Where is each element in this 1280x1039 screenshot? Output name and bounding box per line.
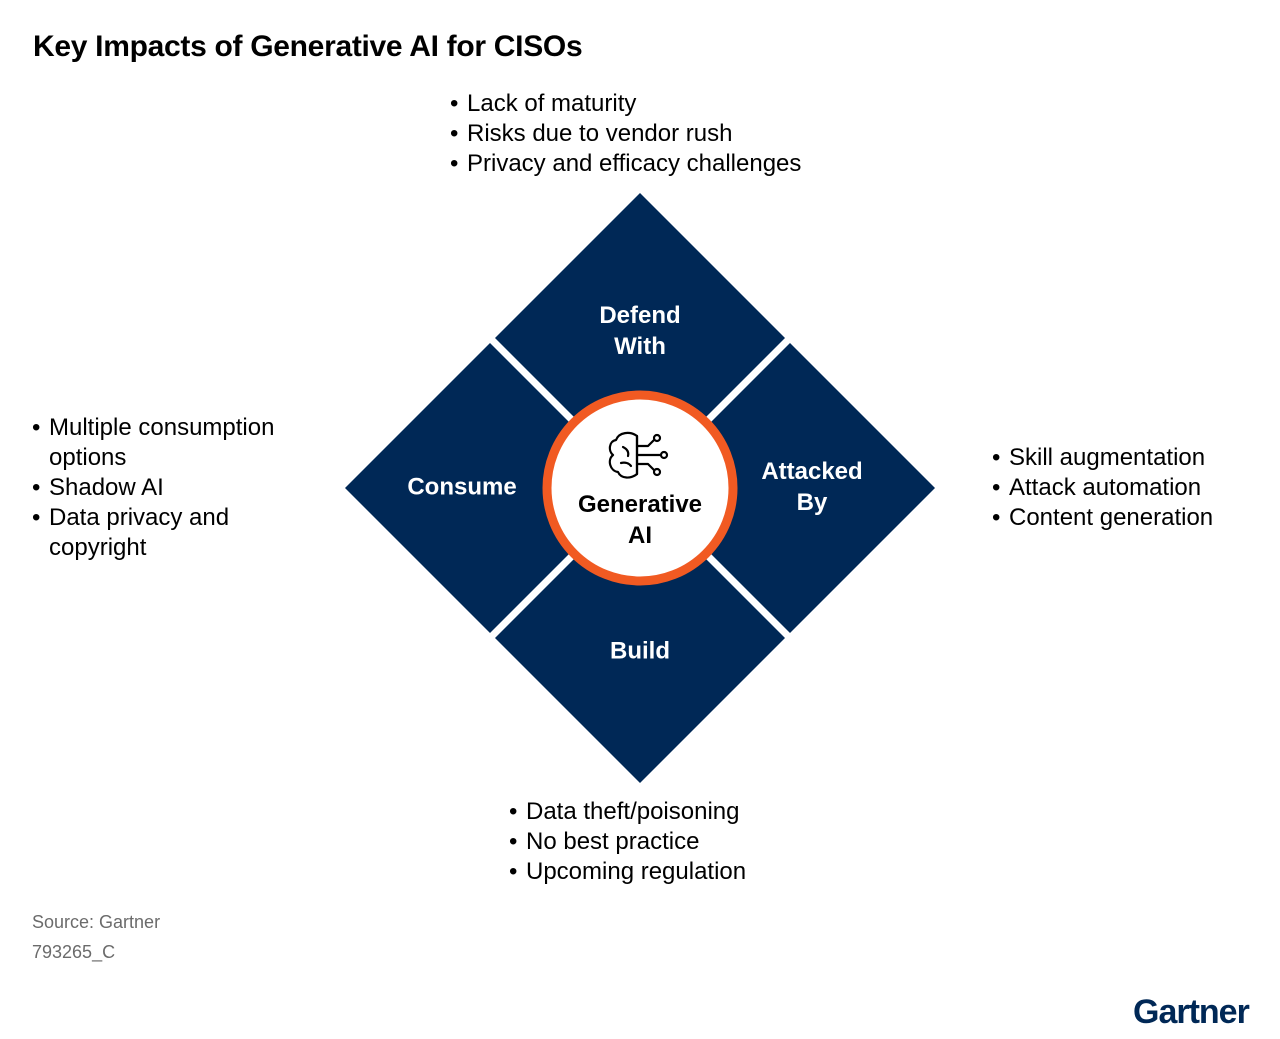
quadrant-label-build: Build	[610, 636, 670, 667]
build-bullets: Data theft/poisoning No best practice Up…	[509, 797, 746, 887]
quadrant-label-defend-with: Defend With	[599, 300, 680, 362]
attacked-by-bullets: Skill augmentation Attack automation Con…	[992, 443, 1213, 533]
quadrant-consume	[345, 343, 635, 633]
quadrant-build	[495, 493, 785, 783]
list-item: Shadow AI	[32, 473, 332, 503]
list-item: Privacy and efficacy challenges	[450, 149, 801, 179]
quadrant-defend-with	[495, 193, 785, 483]
quadrant-label-line: With	[614, 333, 666, 360]
quadrant-label-line: By	[796, 489, 828, 516]
list-item: Data privacy and copyright	[32, 503, 332, 563]
quadrant-label-consume: Consume	[407, 472, 516, 503]
quadrant-attacked-by	[645, 343, 935, 633]
center-label-line: Generative	[577, 491, 703, 518]
list-item: Data theft/poisoning	[509, 797, 746, 827]
list-item: Skill augmentation	[992, 443, 1213, 473]
quadrant-label-line: Build	[610, 637, 670, 665]
defend-with-bullets: Lack of maturity Risks due to vendor rus…	[450, 89, 801, 179]
quadrant-label-attacked-by: Attacked By	[761, 456, 862, 518]
list-item: Attack automation	[992, 473, 1213, 503]
quadrant-label-line: Attacked	[761, 458, 863, 485]
list-item: Content generation	[992, 503, 1213, 533]
list-item: Risks due to vendor rush	[450, 119, 801, 149]
quadrant-label-line: Defend	[599, 302, 681, 329]
document-id: 793265_C	[32, 942, 116, 962]
gartner-logo: Gartner	[1133, 993, 1250, 1031]
list-item: Lack of maturity	[450, 89, 801, 119]
page-title: Key Impacts of Generative AI for CISOs	[33, 30, 583, 63]
source-note: Source: Gartner	[32, 912, 161, 932]
list-item: Multiple consumption options	[32, 413, 332, 473]
center-label-line: AI	[627, 522, 652, 549]
center-circle	[542, 390, 738, 586]
consume-bullets: Multiple consumption options Shadow AI D…	[32, 413, 332, 563]
list-item: Upcoming regulation	[509, 857, 746, 887]
list-item: No best practice	[509, 827, 746, 857]
brain-circuit-icon	[608, 431, 669, 479]
center-label: Generative AI	[578, 489, 702, 551]
quadrant-label-line: Consume	[407, 473, 517, 501]
